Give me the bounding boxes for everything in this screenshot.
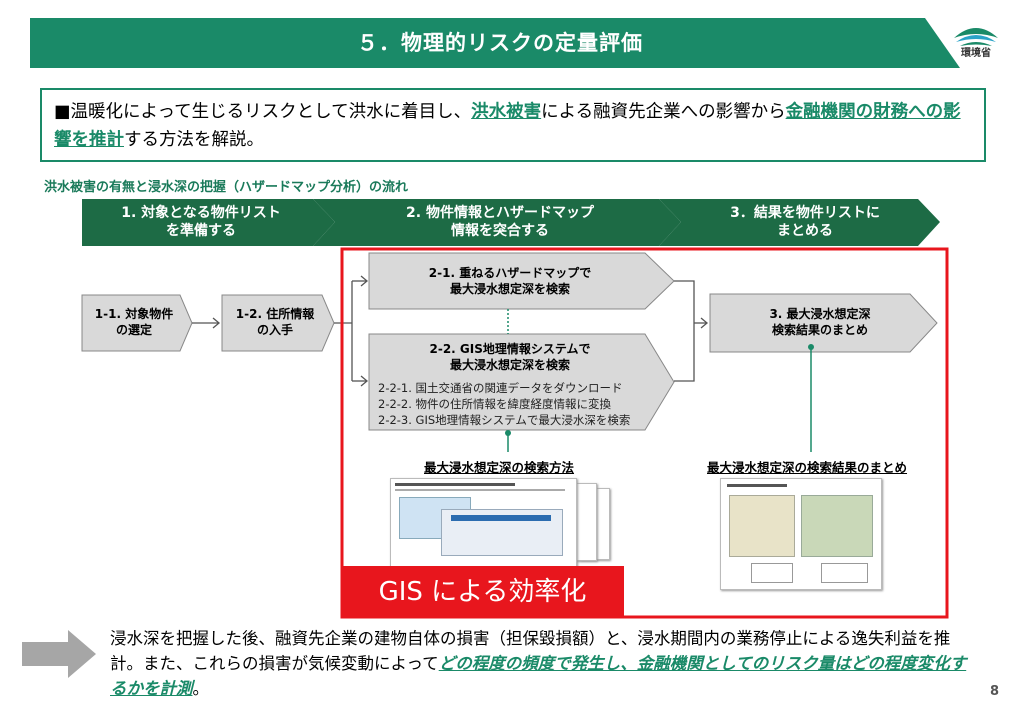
substep-item: 2-2-2. 物件の住所情報を緯度経度情報に変換 xyxy=(378,397,612,411)
step-2-1: 2-1. 重ねるハザードマップで 最大浸水想定深を検索 xyxy=(380,265,640,297)
summary-thumbnail xyxy=(720,478,882,590)
bullet-marker: ■ xyxy=(54,102,71,122)
title-banner xyxy=(30,18,960,68)
gis-banner: GIS による効率化 xyxy=(341,566,624,618)
step-2-1-line1: 2-1. 重ねるハザードマップで xyxy=(428,266,592,280)
step-3-line1: 3. 最大浸水想定深 xyxy=(769,307,871,321)
ministry-logo-icon xyxy=(954,28,998,46)
substep-list: 2-2-1. 国土交通省の関連データをダウンロード 2-2-2. 物件の住所情報… xyxy=(378,380,658,428)
doc-page-front xyxy=(390,478,577,568)
step-1-2-shape xyxy=(221,294,335,352)
bottom-text: 浸水深を把握した後、融資先企業の建物自体の損害（担保毀損額）と、浸水期間内の業務… xyxy=(110,626,980,701)
step-1-1-shape xyxy=(81,294,193,352)
step-1-1: 1-1. 対象物件 の選定 xyxy=(82,306,186,338)
bottom-text-2: 。 xyxy=(192,679,210,698)
step-1-2-line1: 1-2. 住所情報 xyxy=(235,307,315,321)
stage-chevron-2 xyxy=(313,199,681,246)
method-thumbnail xyxy=(390,478,610,568)
stage-1-line2: を準備する xyxy=(166,223,236,239)
step-2-2-line2: 最大浸水想定深を検索 xyxy=(449,358,570,372)
stage-3-label: 3．結果を物件リストに まとめる xyxy=(690,204,920,240)
stage-3-line1: 3．結果を物件リストに xyxy=(730,205,880,221)
step-2-2-shape xyxy=(368,333,675,431)
gis-frame xyxy=(340,247,949,619)
stage-2-label: 2. 物件情報とハザードマップ 情報を突合する xyxy=(345,204,655,240)
stage-2-line1: 2. 物件情報とハザードマップ xyxy=(406,205,594,221)
stage-chevron-3 xyxy=(659,199,940,246)
intro-text-1: 温暖化によって生じるリスクとして洪水に着目し、 xyxy=(70,102,472,122)
step-2-2: 2-2. GIS地理情報システムで 最大浸水想定深を検索 xyxy=(380,341,640,373)
step-2-2-line1: 2-2. GIS地理情報システムで xyxy=(429,342,591,356)
stage-chevron-1 xyxy=(82,199,335,246)
page-number: 8 xyxy=(990,684,1000,699)
step-1-1-line2: の選定 xyxy=(115,323,152,337)
summary-label: 最大浸水想定深の検索結果のまとめ xyxy=(707,460,908,475)
step-3: 3. 最大浸水想定深 検索結果のまとめ xyxy=(725,306,915,338)
intro-highlight-1: 洪水被害 xyxy=(471,102,542,122)
bottom-highlight: どの程度の頻度で発生し、金融機関としてのリスク量はどの程度変化するかを計測 xyxy=(110,654,967,698)
intro-text-3: する方法を解説。 xyxy=(124,130,264,150)
substep-item: 2-2-1. 国土交通省の関連データをダウンロード xyxy=(378,381,623,395)
method-label: 最大浸水想定深の検索方法 xyxy=(424,460,575,475)
step-1-1-line1: 1-1. 対象物件 xyxy=(94,307,174,321)
step-1-2-line2: の入手 xyxy=(256,323,293,337)
stage-1-line1: 1. 対象となる物件リスト xyxy=(121,205,281,221)
bottom-text-1: 浸水深を把握した後、融資先企業の建物自体の損害（担保毀損額）と、浸水期間内の業務… xyxy=(110,629,951,673)
stage-2-line2: 情報を突合する xyxy=(451,223,549,239)
page-title: ５．物理的リスクの定量評価 xyxy=(357,31,643,55)
step-3-shape xyxy=(709,293,938,353)
flow-title: 洪水被害の有無と浸水深の把握（ハザードマップ分析）の流れ xyxy=(44,180,409,195)
step-1-2: 1-2. 住所情報 の入手 xyxy=(222,306,328,338)
step-2-1-shape xyxy=(368,252,675,310)
intro-box: ■温暖化によって生じるリスクとして洪水に着目し、洪水被害による融資先企業への影響… xyxy=(40,88,986,162)
right-arrow-icon xyxy=(22,630,96,678)
intro-text-2: による融資先企業への影響から xyxy=(541,102,786,122)
intro-highlight-2: 金融機関の財務への影響を推計 xyxy=(54,102,961,150)
logo-text: 環境省 xyxy=(961,48,991,59)
step-2-1-line2: 最大浸水想定深を検索 xyxy=(449,282,570,296)
step-3-line2: 検索結果のまとめ xyxy=(771,323,868,337)
substep-item: 2-2-3. GIS地理情報システムで最大浸水深を検索 xyxy=(378,413,631,427)
stage-3-line2: まとめる xyxy=(777,223,833,239)
stage-1-label: 1. 対象となる物件リスト を準備する xyxy=(96,204,306,240)
